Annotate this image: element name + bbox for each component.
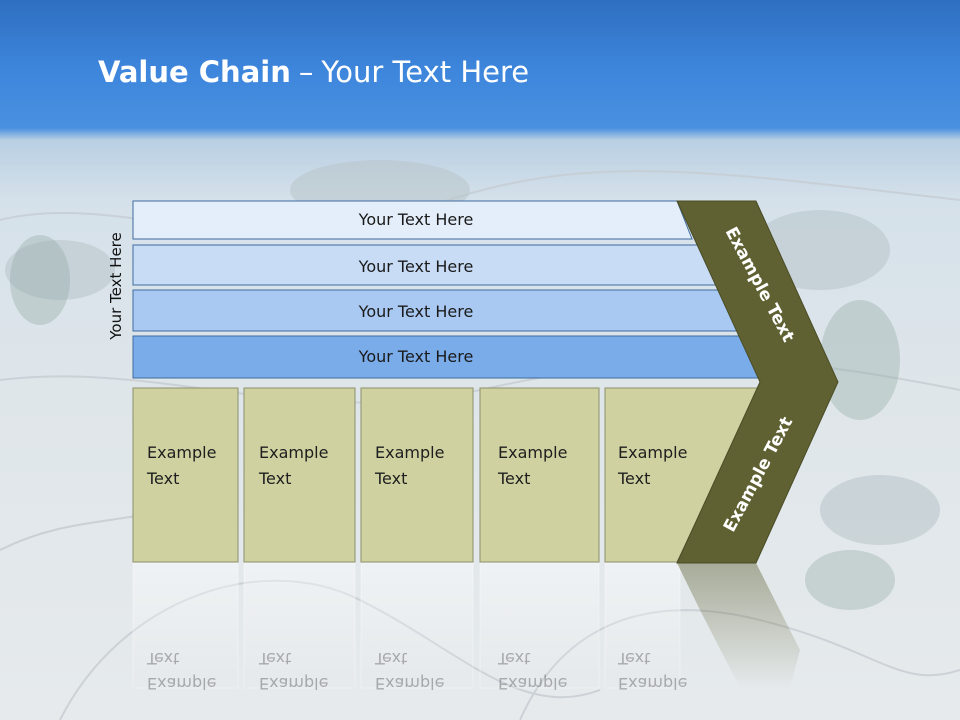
reflection-box-3 — [360, 562, 474, 689]
reflection-text-1: Example — [147, 674, 216, 693]
primary-box-3 — [360, 387, 474, 563]
primary-box-1 — [132, 387, 239, 563]
primary-box-4-text: Example Text — [497, 443, 573, 488]
reflection-text-4: Example — [498, 674, 567, 693]
reflection-text-5b: Text — [617, 649, 650, 668]
reflection-box-1 — [132, 562, 239, 689]
reflection: Example Text Example Text Example Text E… — [132, 562, 800, 693]
reflection-text-2b: Text — [258, 649, 291, 668]
title-separator: – — [298, 55, 314, 89]
primary-box-1-text: Example Text — [146, 443, 222, 488]
reflection-texts: Example Text Example Text Example Text E… — [146, 649, 687, 693]
reflection-box-2 — [243, 562, 356, 689]
reflection-text-1b: Text — [146, 649, 179, 668]
title-rest: Your Text Here — [321, 55, 530, 89]
support-bar-3-label: Your Text Here — [358, 302, 474, 321]
reflection-text-4b: Text — [497, 649, 530, 668]
support-bar-1-label: Your Text Here — [358, 210, 474, 229]
reflection-chevron — [677, 563, 800, 688]
primary-box-2-text: Example Text — [258, 443, 334, 488]
support-bar-1 — [132, 200, 693, 240]
support-bar-2-label: Your Text Here — [358, 257, 474, 276]
title-bold: Value Chain — [98, 55, 291, 89]
primary-boxes: Example Text Example Text Example Text E… — [132, 387, 761, 563]
chevron-shape — [676, 200, 839, 564]
primary-box-3-text: Example Text — [374, 443, 450, 488]
slide-title: Value Chain–Your Text Here — [98, 55, 529, 89]
reflection-text-2: Example — [259, 674, 328, 693]
primary-box-5-text: Example Text — [617, 443, 693, 488]
primary-box-4 — [479, 387, 600, 563]
reflection-box-5 — [604, 562, 681, 689]
reflection-text-3: Example — [375, 674, 444, 693]
reflection-box-4 — [479, 562, 600, 689]
support-bar-4-label: Your Text Here — [358, 347, 474, 366]
reflection-text-5: Example — [618, 674, 687, 693]
support-bars: Your Text Here Your Text Here Your Text … — [132, 200, 764, 379]
primary-box-2 — [243, 387, 356, 563]
reflection-text-3b: Text — [374, 649, 407, 668]
